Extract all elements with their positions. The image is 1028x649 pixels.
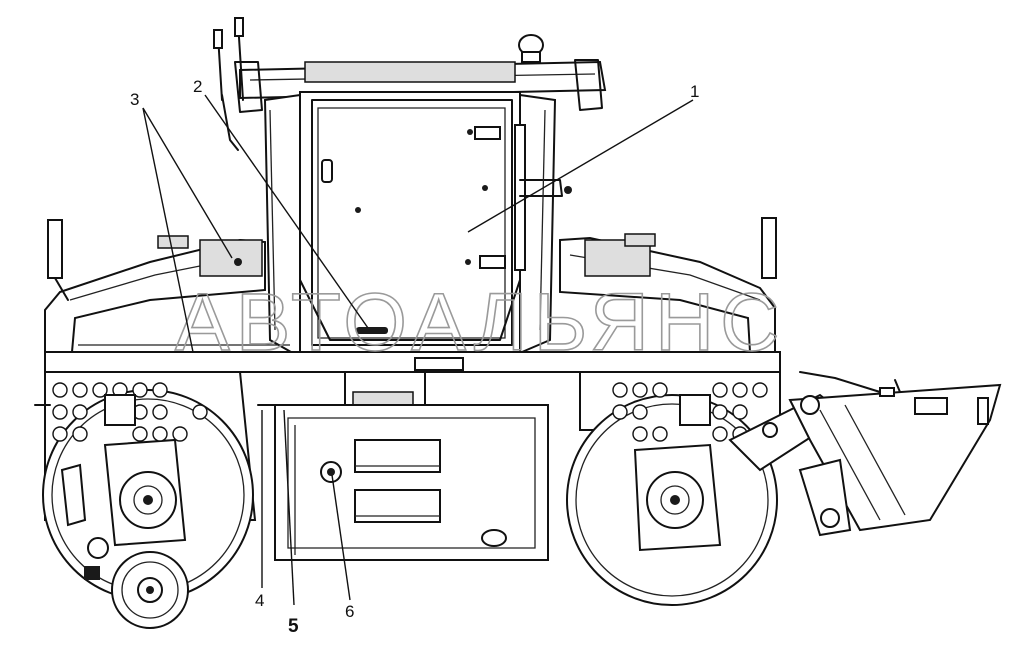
- antenna-mast: [213, 17, 244, 151]
- front-support-wheel: [84, 537, 189, 629]
- leader-lines: [142, 94, 694, 606]
- center-frame: [44, 351, 781, 561]
- callout-5: 5: [288, 616, 299, 637]
- left-frame: [44, 219, 290, 353]
- watermark-text: АВТОАЛЬЯНС: [175, 277, 785, 368]
- cab-roof: [234, 59, 607, 113]
- callout-1: 1: [690, 82, 699, 101]
- callout-6: 6: [345, 602, 354, 621]
- rear-drum: [566, 371, 781, 606]
- callout-2: 2: [193, 77, 202, 96]
- callout-4: 4: [255, 591, 264, 610]
- beacon-light: [518, 34, 544, 63]
- edge-cutter-attachment: [728, 371, 1002, 537]
- callout-3: 3: [130, 90, 139, 109]
